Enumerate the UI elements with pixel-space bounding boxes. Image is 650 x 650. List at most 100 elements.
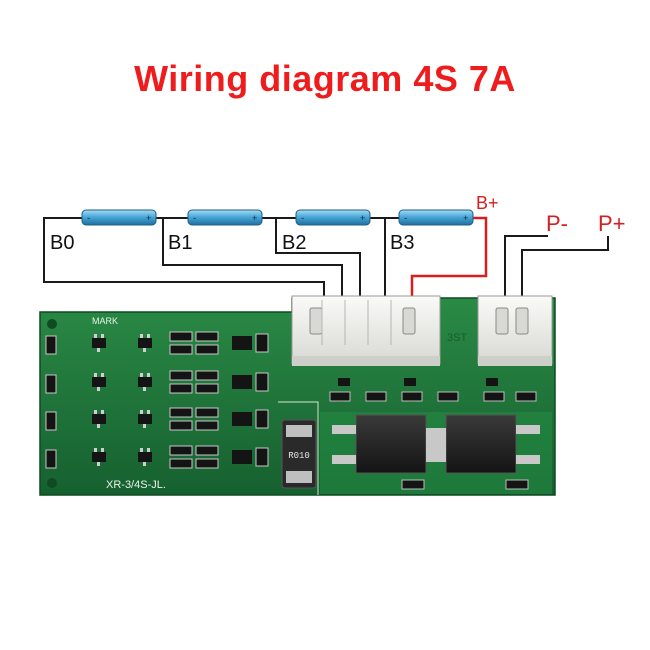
- smd-part: [140, 334, 143, 338]
- balance-circuit-components: [45, 331, 269, 469]
- smd-part: [45, 374, 57, 394]
- silk-connector-mark: 3ST: [447, 332, 467, 344]
- smd-part: [138, 452, 152, 462]
- smd-part: [92, 452, 106, 462]
- smd-part: [101, 373, 104, 377]
- smd-part: [140, 410, 143, 414]
- smd-part: [232, 412, 252, 426]
- svg-text:+: +: [146, 214, 151, 224]
- smd-part: [94, 373, 97, 377]
- battery-cell-3: - +: [295, 209, 371, 226]
- smd-part: [138, 338, 152, 348]
- smd-part: [169, 445, 193, 456]
- svg-text:-: -: [403, 214, 408, 224]
- battery-cell-1: - +: [81, 209, 157, 226]
- smd-part: [138, 377, 152, 387]
- smd-part: [255, 372, 269, 392]
- smd-part: [45, 335, 57, 355]
- smd-part: [169, 344, 193, 355]
- battery-cell-4: - +: [398, 209, 474, 226]
- smd-part: [97, 348, 100, 352]
- smd-part: [169, 458, 193, 469]
- battery-cell-2: - +: [187, 209, 263, 226]
- wire-b-plus: [410, 216, 488, 300]
- smd-part: [255, 333, 269, 353]
- smd-part: [101, 334, 104, 338]
- mosfet-1: [332, 414, 436, 474]
- svg-text:-: -: [86, 214, 91, 224]
- smd-part: [169, 370, 193, 381]
- mosfet-2: [436, 414, 540, 474]
- sense-inductor: R010: [281, 419, 317, 489]
- smd-part: [147, 334, 150, 338]
- smd-part: [45, 411, 57, 431]
- svg-text:-: -: [192, 214, 197, 224]
- silk-mark: MARK: [92, 316, 118, 326]
- smd-part: [232, 336, 252, 350]
- power-section-small-parts: [329, 378, 537, 490]
- smd-part: [97, 387, 100, 391]
- smd-part: [255, 447, 269, 467]
- output-connector: [477, 295, 553, 366]
- smd-part: [101, 410, 104, 414]
- balance-connector: [291, 295, 441, 366]
- smd-part: [169, 331, 193, 342]
- smd-part: [169, 383, 193, 394]
- smd-part: [195, 370, 219, 381]
- smd-part: [92, 338, 106, 348]
- smd-part: [195, 458, 219, 469]
- smd-part: [94, 448, 97, 452]
- smd-part: [140, 448, 143, 452]
- svg-text:-: -: [300, 214, 305, 224]
- smd-part: [195, 445, 219, 456]
- inductor-code: R010: [288, 451, 310, 461]
- smd-part: [45, 449, 57, 469]
- smd-part: [195, 420, 219, 431]
- smd-part: [143, 462, 146, 466]
- wire-b0: [43, 217, 325, 300]
- label-b1: B1: [168, 232, 192, 254]
- smd-part: [143, 387, 146, 391]
- smd-part: [101, 448, 104, 452]
- wire-b2: [275, 218, 361, 300]
- svg-text:+: +: [463, 214, 468, 224]
- smd-part: [92, 414, 106, 424]
- smd-part: [138, 414, 152, 424]
- label-b-plus: B+: [476, 193, 499, 213]
- wire-b1: [162, 218, 343, 300]
- smd-part: [195, 344, 219, 355]
- battery-cells: - + - + - + - +: [81, 209, 474, 226]
- smd-part: [169, 407, 193, 418]
- smd-part: [143, 348, 146, 352]
- smd-part: [97, 424, 100, 428]
- smd-part: [232, 375, 252, 389]
- smd-part: [147, 448, 150, 452]
- wire-p-minus: [504, 235, 548, 300]
- smd-part: [195, 383, 219, 394]
- smd-part: [255, 409, 269, 429]
- smd-part: [94, 334, 97, 338]
- smd-part: [195, 331, 219, 342]
- svg-text:+: +: [360, 214, 365, 224]
- smd-part: [94, 410, 97, 414]
- smd-part: [97, 462, 100, 466]
- label-b2: B2: [282, 232, 306, 254]
- diagram-title: Wiring diagram 4S 7A: [134, 58, 516, 99]
- smd-part: [232, 450, 252, 464]
- wire-p-plus: [521, 236, 609, 300]
- label-p-plus: P+: [598, 211, 626, 236]
- smd-part: [169, 420, 193, 431]
- silk-model: XR-3/4S-JL.: [106, 479, 166, 491]
- svg-text:+: +: [252, 214, 257, 224]
- smd-part: [92, 377, 106, 387]
- smd-part: [147, 373, 150, 377]
- smd-part: [143, 424, 146, 428]
- label-p-minus: P-: [546, 211, 568, 236]
- smd-part: [140, 373, 143, 377]
- label-b0: B0: [50, 232, 74, 254]
- smd-part: [195, 407, 219, 418]
- label-b3: B3: [390, 232, 414, 254]
- balance-wires: [43, 217, 609, 300]
- smd-part: [147, 410, 150, 414]
